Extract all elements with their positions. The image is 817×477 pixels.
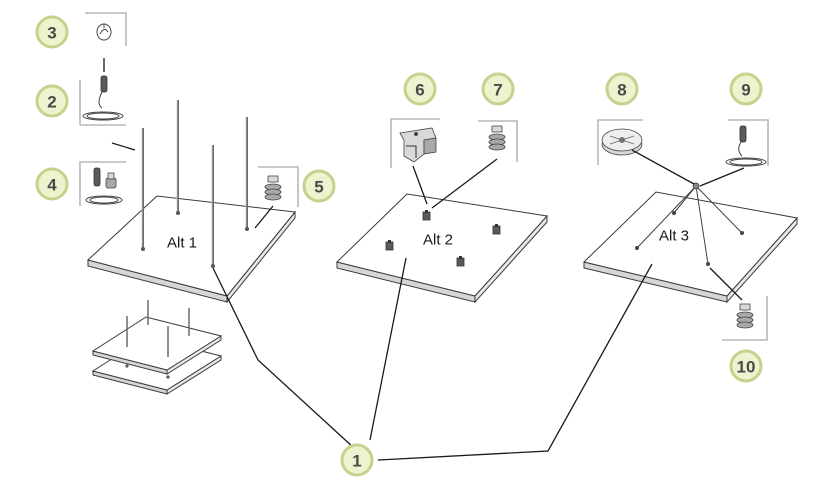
callout-6-text: 6 [415,81,424,100]
callout-5-text: 5 [314,178,323,197]
callout-badge-4: 4 [35,167,69,201]
panel-clip [492,224,501,235]
callout-3-text: 3 [47,24,56,43]
spring-clip-icon [478,120,518,162]
wire-suspension-icon [79,75,126,126]
panel-clip [385,240,394,251]
stacked-panels [91,300,223,395]
callout-badge-2: 2 [35,84,69,118]
round-ceiling-plate-icon [597,119,643,165]
spring-clip-icon [258,166,299,207]
callout-badge-10: 10 [729,349,763,383]
callout-8-text: 8 [617,81,626,100]
callout-4-text: 4 [47,176,57,195]
leader-6 [412,165,428,205]
wire-kit-icon [79,161,126,206]
callout-7-text: 7 [493,81,502,100]
leader-1-alt1 [212,267,355,449]
leader-8 [631,149,695,185]
callout-10-text: 10 [737,358,756,377]
grid-clamp-icon [390,118,440,168]
leader-9 [699,167,745,187]
leader-5 [254,205,274,229]
ceiling-hook-icon [85,12,127,46]
spring-clip-icon [722,296,768,341]
callout-badge-3: 3 [35,15,69,49]
panel-clip [456,256,465,267]
leader-10 [709,267,743,301]
alt-2-label: Alt 2 [423,232,453,249]
callout-badge-6: 6 [403,72,437,106]
wire-suspension-icon [725,119,769,167]
panel-alt-2: Alt 2 [336,193,548,304]
callout-badge-9: 9 [729,72,763,106]
leader-1-alt3 [377,263,653,461]
leader-1-alt2 [369,257,407,441]
callout-badge-5: 5 [302,169,336,203]
leader-7 [431,158,498,209]
alt-3-label: Alt 3 [659,228,689,245]
panel-clip [422,210,431,221]
callout-badge-7: 7 [481,72,515,106]
alt-1-label: Alt 1 [167,235,197,252]
panel-alt-1: Alt 1 [86,100,296,304]
callout-badge-1: 1 [340,443,374,477]
callout-1-text: 1 [352,452,361,471]
callout-badge-8: 8 [605,72,639,106]
leader-4 [111,142,136,151]
callout-9-text: 9 [741,81,750,100]
callout-2-text: 2 [47,93,56,112]
panel-alt-3: Alt 3 [582,182,798,304]
